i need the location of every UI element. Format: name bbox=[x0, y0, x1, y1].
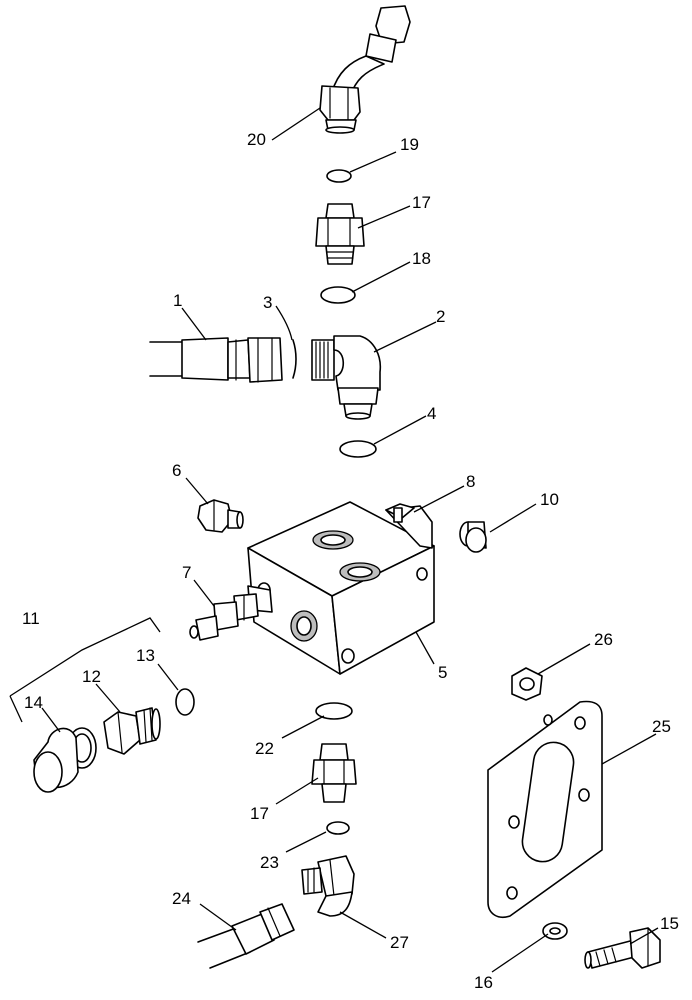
part-17-adapter-upper bbox=[315, 203, 365, 265]
part-8-connector bbox=[385, 503, 433, 549]
part-20-elbow-hose-fitting bbox=[319, 5, 411, 134]
callout-12: 12 bbox=[82, 667, 101, 686]
callout-6: 6 bbox=[172, 461, 181, 480]
callout-7: 7 bbox=[182, 563, 191, 582]
callout-1: 1 bbox=[173, 291, 182, 310]
callout-20: 20 bbox=[247, 130, 266, 149]
callout-10: 10 bbox=[540, 490, 559, 509]
callout-8: 8 bbox=[466, 472, 475, 491]
part-12-adapter bbox=[103, 707, 161, 755]
part-10-plug bbox=[459, 521, 487, 553]
part-4-o-ring bbox=[339, 440, 377, 458]
part-2-elbow bbox=[311, 335, 382, 420]
callout-5: 5 bbox=[438, 663, 447, 682]
callout-17-lower: 17 bbox=[250, 804, 269, 823]
callout-24: 24 bbox=[172, 889, 191, 908]
part-23-o-ring bbox=[326, 821, 350, 835]
part-13-o-ring bbox=[175, 688, 195, 716]
part-22-o-ring bbox=[315, 702, 353, 720]
part-15-bolt bbox=[584, 927, 661, 969]
callout-22: 22 bbox=[255, 739, 274, 758]
part-3-seal bbox=[292, 339, 297, 379]
callout-13: 13 bbox=[136, 646, 155, 665]
callout-4: 4 bbox=[427, 404, 436, 423]
part-1-hose-assembly bbox=[149, 337, 283, 383]
part-16-lock-washer bbox=[542, 922, 568, 940]
part-6-plug bbox=[197, 499, 244, 533]
part-18-o-ring bbox=[320, 286, 356, 304]
part-26-nut-hole bbox=[519, 677, 535, 691]
callout-18: 18 bbox=[412, 249, 431, 268]
part-5-valve-block bbox=[247, 501, 435, 675]
leader-lines bbox=[9, 107, 659, 973]
callout-23: 23 bbox=[260, 853, 279, 872]
callout-19: 19 bbox=[400, 135, 419, 154]
part-17-adapter-lower bbox=[311, 743, 357, 803]
callout-17-upper: 17 bbox=[412, 193, 431, 212]
part-14-cap bbox=[33, 727, 97, 793]
callout-15: 15 bbox=[660, 914, 679, 933]
callout-27: 27 bbox=[390, 933, 409, 952]
part-25-gasket-plate bbox=[487, 700, 603, 918]
callout-26: 26 bbox=[594, 630, 613, 649]
part-7-cartridge bbox=[189, 585, 273, 641]
callout-25: 25 bbox=[652, 717, 671, 736]
part-19-o-ring bbox=[326, 169, 352, 183]
callout-11: 11 bbox=[22, 609, 40, 628]
callout-14: 14 bbox=[24, 693, 43, 712]
part-27-elbow bbox=[301, 855, 355, 917]
callout-3: 3 bbox=[263, 293, 272, 312]
callout-labels: 20 19 17 18 1 3 2 4 6 8 10 7 11 13 5 26 … bbox=[22, 130, 679, 992]
callout-16: 16 bbox=[474, 973, 493, 992]
callout-2: 2 bbox=[436, 307, 445, 326]
part-24-hose bbox=[197, 903, 295, 969]
